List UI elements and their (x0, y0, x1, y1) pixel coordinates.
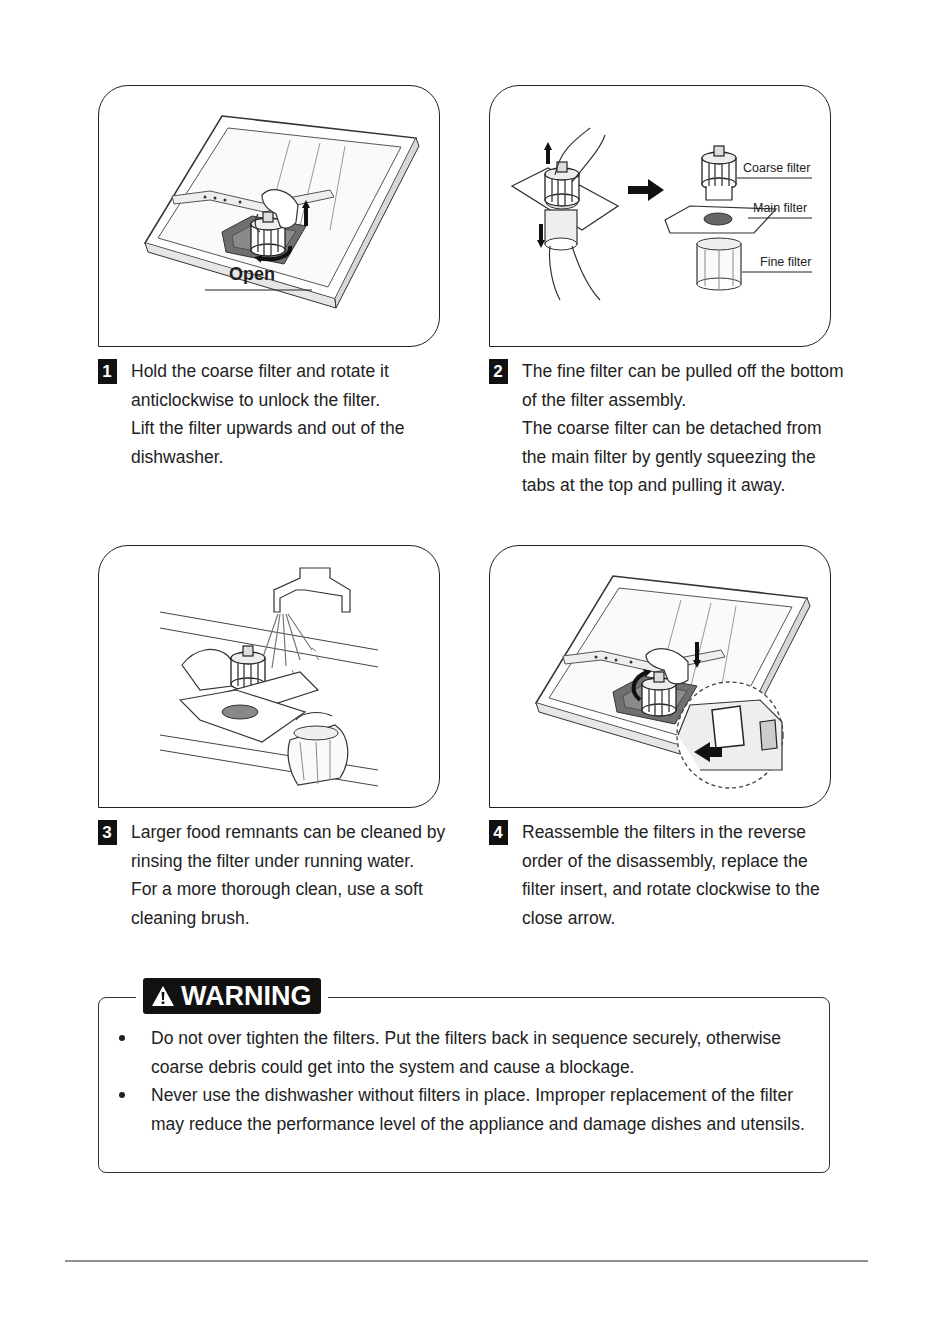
part-name: Main filter (753, 201, 807, 215)
step-panel: 1Hold the coarse filter and rotate it an… (98, 85, 440, 347)
step-text: For a more thorough clean, use a soft cl… (131, 875, 453, 932)
bullet-dot (119, 1035, 125, 1041)
warning-heading-box: WARNING (143, 978, 321, 1014)
step-panel: 4Reassemble the filters in the reverse o… (489, 545, 831, 808)
step-panel: 2The fine filter can be pulled off the b… (489, 85, 831, 347)
step-text: Hold the coarse filter and rotate it ant… (131, 357, 453, 414)
step-text: Reassemble the filters in the reverse or… (522, 818, 844, 932)
step-text: The fine filter can be pulled off the bo… (522, 357, 844, 414)
warning-item: Never use the dishwasher without filters… (117, 1081, 807, 1138)
step-number: 2 (489, 359, 508, 384)
step-panel: 3Larger food remnants can be cleaned by … (98, 545, 440, 808)
rotation-label: Open (229, 264, 275, 285)
step-text-block: Larger food remnants can be cleaned by r… (131, 818, 453, 932)
warning-text: Do not over tighten the filters. Put the… (151, 1024, 807, 1081)
step-text-block: The fine filter can be pulled off the bo… (522, 357, 844, 500)
step-text: The coarse filter can be detached from t… (522, 414, 844, 500)
step-text: Larger food remnants can be cleaned by r… (131, 818, 453, 875)
step-number: 4 (489, 820, 508, 845)
step-number: 3 (98, 820, 117, 845)
step-text-block: Reassemble the filters in the reverse or… (522, 818, 844, 932)
part-name: Fine filter (760, 255, 811, 269)
step-number: 1 (98, 359, 117, 384)
warning-text: Never use the dishwasher without filters… (151, 1081, 807, 1138)
step-text: Lift the filter upwards and out of the d… (131, 414, 453, 471)
warning-box: WARNINGDo not over tighten the filters. … (98, 997, 830, 1173)
warning-list: Do not over tighten the filters. Put the… (117, 1024, 807, 1138)
warning-heading: WARNING (181, 978, 312, 1014)
part-name: Coarse filter (743, 161, 810, 175)
warning-item: Do not over tighten the filters. Put the… (117, 1024, 807, 1081)
step-text-block: Hold the coarse filter and rotate it ant… (131, 357, 453, 471)
bullet-dot (119, 1092, 125, 1098)
warning-icon (151, 985, 175, 1007)
